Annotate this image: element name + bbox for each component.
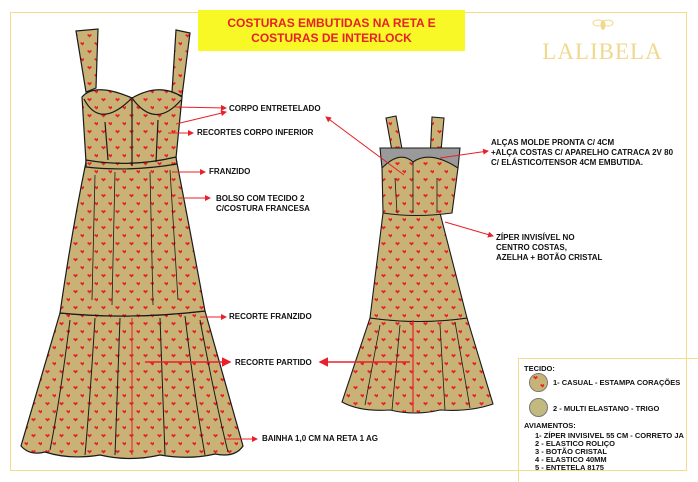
- materials-legend: TECIDO: 1- CASUAL - ESTAMPA CORAÇÕES 2 -…: [518, 358, 698, 482]
- back-lower-skirt: [341, 317, 494, 414]
- label-recorte-franzido: RECORTE FRANZIDO: [229, 312, 312, 321]
- front-strap-left: [75, 28, 99, 93]
- trim-item: 5 - ENTETELA 8175: [535, 463, 604, 472]
- label-alcas-line-3: C/ ELÁSTICO/TENSOR 4CM EMBUTIDA.: [491, 158, 644, 167]
- front-upper-skirt: [59, 157, 206, 317]
- banner-line-1: COSTURAS EMBUTIDAS NA RETA E: [227, 15, 436, 30]
- label-alcas: ALÇAS MOLDE PRONTA C/ 4CM+ALÇA COSTAS C/…: [491, 138, 673, 168]
- trims-title: AVIAMENTOS:: [524, 421, 576, 430]
- seam-note-banner: COSTURAS EMBUTIDAS NA RETA E COSTURAS DE…: [198, 10, 465, 51]
- label-ziper-line-2: CENTRO COSTAS,: [496, 243, 567, 252]
- label-corpo-entretelado: CORPO ENTRETELADO: [229, 104, 321, 113]
- label-bainha: BAINHA 1,0 CM NA RETA 1 AG: [262, 434, 379, 443]
- label-franzido: FRANZIDO: [209, 167, 251, 176]
- fabric-title: TECIDO:: [524, 364, 555, 373]
- brand-name: LALIBELA: [542, 39, 663, 64]
- banner-line-2: COSTURAS DE INTERLOCK: [251, 30, 412, 45]
- bee-icon: [592, 19, 613, 30]
- back-dress: [341, 115, 494, 414]
- back-upper-skirt: [369, 212, 468, 323]
- trim-item: 1- ZÍPER INVISIVEL 55 CM - CORRETO JA: [535, 431, 684, 440]
- label-recortes-corpo-inferior: RECORTES CORPO INFERIOR: [197, 128, 314, 137]
- label-recorte-partido: RECORTE PARTIDO: [235, 358, 312, 367]
- front-strap-right: [171, 29, 191, 97]
- front-waistband: [85, 156, 178, 170]
- label-ziper-line-3: AZELHA + BOTÃO CRISTAL: [496, 253, 603, 262]
- trim-item: 4 - ELASTICO 40MM: [535, 455, 607, 464]
- label-bolso-line-1: BOLSO COM TECIDO 2: [216, 194, 305, 203]
- fabric-2-label: 2 - MULTI ELASTANO - TRIGO: [553, 404, 660, 413]
- label-alcas-line-1: ALÇAS MOLDE PRONTA C/ 4CM: [491, 138, 615, 147]
- trim-item: 3 - BOTÃO CRISTAL: [535, 447, 607, 456]
- back-bodice: [381, 156, 459, 217]
- callout-arrows: [145, 104, 494, 442]
- brand-logo: LALIBELA: [540, 18, 665, 65]
- label-alcas-line-2: +ALÇA COSTAS C/ APARELHO CATRACA 2V 80: [491, 148, 674, 157]
- label-bolso-line-2: C/COSTURA FRANCESA: [216, 204, 310, 213]
- label-ziper-line-1: ZÍPER INVISÍVEL NO: [496, 233, 575, 242]
- fabric-swatch-1: [529, 373, 548, 392]
- fabric-swatch-2: [529, 398, 548, 417]
- front-dress: [20, 28, 244, 460]
- trim-item: 2 - ELASTICO ROLIÇO: [535, 439, 616, 448]
- fabric-1-label: 1- CASUAL - ESTAMPA CORAÇÕES: [553, 378, 681, 387]
